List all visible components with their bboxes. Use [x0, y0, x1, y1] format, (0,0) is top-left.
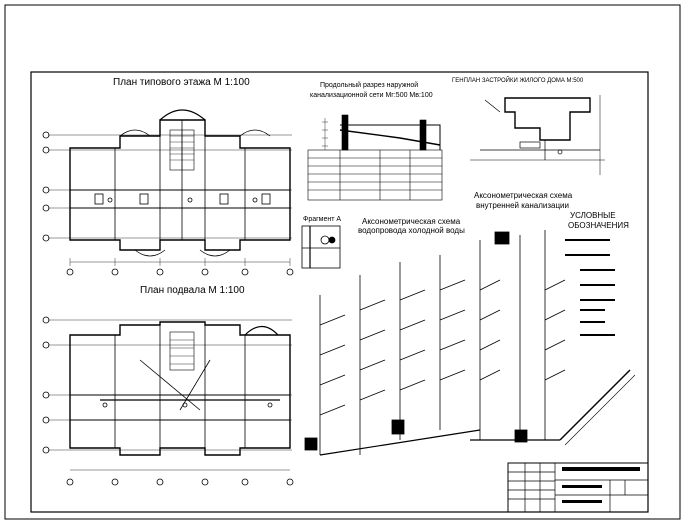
legend-subtitle: ОБОЗНАЧЕНИЯ	[568, 221, 629, 230]
title-block	[507, 462, 649, 513]
legend	[565, 239, 615, 336]
axo-water-title: Аксонометрическая схема	[362, 217, 461, 226]
sewer-profile	[307, 114, 443, 201]
legend-title: УСЛОВНЫЕ	[570, 211, 616, 220]
sewer-profile-scale: канализационной сети Мг:500 Мв:100	[310, 92, 433, 99]
axo-sewer-title: Аксонометрическая схема	[474, 191, 573, 200]
fragment-a	[301, 225, 341, 269]
axo-sewer	[470, 230, 636, 446]
site-plan-title: ГЕНПЛАН ЗАСТРОЙКИ ЖИЛОГО ДОМА М:500	[452, 78, 584, 84]
typical-floor-plan	[42, 109, 294, 276]
basement-plan	[42, 316, 294, 486]
outer-frame	[4, 4, 681, 520]
sewer-profile-title: Продольный разрез наружной	[320, 82, 419, 89]
typical-floor-plan-title: План типового этажа М 1:100	[113, 77, 250, 88]
axo-water-subtitle: водопровода холодной воды	[358, 226, 465, 235]
basement-plan-title: План подвала М 1:100	[140, 285, 245, 296]
axo-sewer-subtitle: внутренней канализации	[476, 201, 569, 210]
fragment-a-label: Фрагмент А	[303, 216, 342, 223]
axo-water-supply	[304, 255, 481, 456]
site-plan	[470, 95, 605, 175]
inner-frame	[30, 71, 649, 513]
